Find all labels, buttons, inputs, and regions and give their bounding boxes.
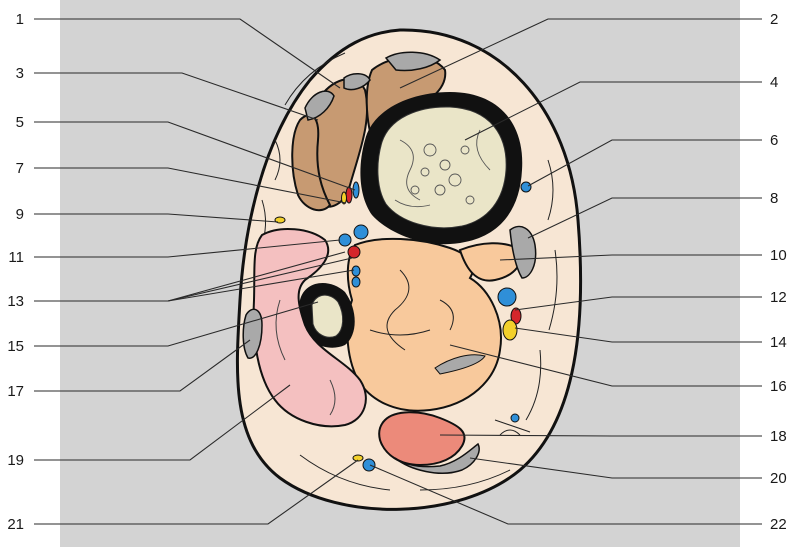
artery-anterior bbox=[346, 187, 352, 203]
label-left-3: 3 bbox=[16, 65, 24, 82]
label-right-6: 6 bbox=[770, 132, 778, 149]
vein-posterior-tibial bbox=[498, 288, 516, 306]
vein-fibular-2 bbox=[352, 277, 360, 287]
vein-small bbox=[511, 414, 519, 422]
label-right-14: 14 bbox=[770, 334, 787, 351]
label-right-20: 20 bbox=[770, 470, 787, 487]
label-left-21: 21 bbox=[7, 516, 24, 533]
label-left-7: 7 bbox=[16, 160, 24, 177]
label-left-13: 13 bbox=[7, 293, 24, 310]
vein-small-saphenous bbox=[363, 459, 375, 471]
labels-right: 2 4 6 8 10 12 14 16 18 20 22 bbox=[770, 11, 787, 533]
label-right-18: 18 bbox=[770, 428, 787, 445]
label-right-2: 2 bbox=[770, 11, 778, 28]
fibula-marrow bbox=[312, 295, 343, 337]
label-left-9: 9 bbox=[16, 206, 24, 223]
nerve-tibial bbox=[503, 320, 517, 340]
label-right-12: 12 bbox=[770, 289, 787, 306]
label-right-10: 10 bbox=[770, 247, 787, 264]
labels-left: 1 3 5 7 9 11 13 15 17 19 21 bbox=[7, 11, 24, 533]
label-left-19: 19 bbox=[7, 452, 24, 469]
label-left-5: 5 bbox=[16, 114, 24, 131]
label-left-11: 11 bbox=[8, 249, 24, 266]
vein-fibular-1 bbox=[352, 266, 360, 276]
label-left-17: 17 bbox=[7, 383, 24, 400]
artery-deep bbox=[348, 246, 360, 258]
label-left-15: 15 bbox=[7, 338, 24, 355]
label-right-8: 8 bbox=[770, 190, 778, 207]
vein-great-saphenous bbox=[521, 182, 531, 192]
label-right-4: 4 bbox=[770, 74, 778, 91]
label-left-1: 1 bbox=[16, 11, 24, 28]
label-right-22: 22 bbox=[770, 516, 787, 533]
label-right-16: 16 bbox=[770, 378, 787, 395]
vein-deep-1 bbox=[339, 234, 351, 246]
vein-deep-2 bbox=[354, 225, 368, 239]
